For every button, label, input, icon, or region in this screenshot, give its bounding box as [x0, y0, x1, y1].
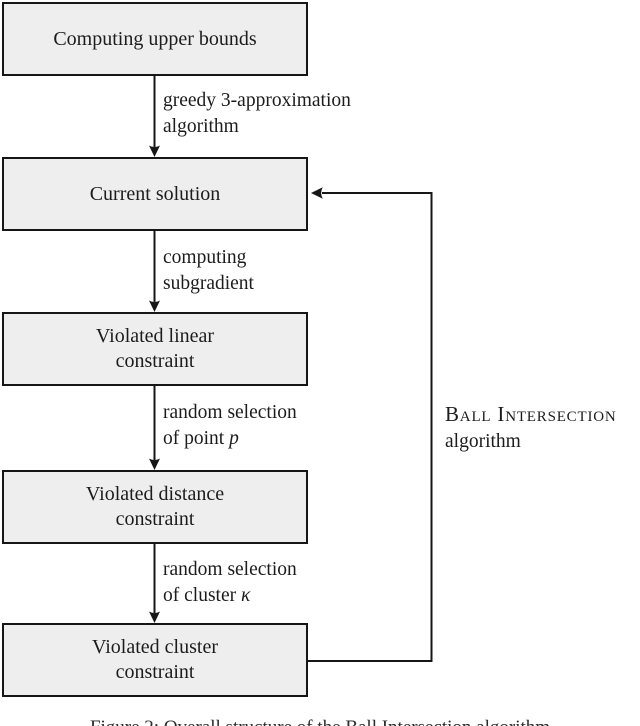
math-var-p: p — [229, 428, 239, 449]
box-label: Current solution — [89, 182, 221, 205]
edge-label-random-selection-point: random selection of point p — [163, 402, 297, 449]
edge-label-random-selection-cluster: random selection of cluster κ — [163, 559, 297, 606]
box-violated-cluster-constraint: Violated cluster constraint — [2, 623, 308, 697]
box-label: constraint — [115, 508, 195, 530]
edge-label-computing-subgradient: computing subgradient — [163, 247, 254, 294]
arrow-down-2-head-icon — [149, 300, 160, 312]
box-label: Violated linear — [95, 325, 215, 347]
arrow-down-1-head-icon — [149, 145, 160, 157]
box-label: Computing upper bounds — [53, 27, 257, 50]
box-computing-upper-bounds: Computing upper bounds — [2, 2, 308, 76]
box-label: constraint — [115, 661, 195, 683]
box-label: Violated distance — [85, 483, 225, 505]
box-label: Violated cluster — [92, 636, 218, 658]
feedback-loop-head-icon — [311, 187, 323, 199]
arrow-down-4-head-icon — [149, 611, 160, 623]
loop-label-ball-intersection: Ball Intersection algorithm — [445, 402, 617, 452]
math-var-kappa: κ — [240, 585, 251, 606]
arrow-down-3-head-icon — [149, 458, 160, 470]
figure-caption: Figure 2: Overall structure of the Ball … — [0, 717, 640, 726]
box-violated-distance-constraint: Violated distance constraint — [2, 470, 308, 544]
box-label: constraint — [115, 350, 195, 372]
box-violated-linear-constraint: Violated linear constraint — [2, 312, 308, 386]
feedback-loop-line — [308, 192, 433, 662]
box-current-solution: Current solution — [2, 157, 308, 231]
edge-label-greedy-approximation: greedy 3-approximation algorithm — [163, 90, 351, 137]
